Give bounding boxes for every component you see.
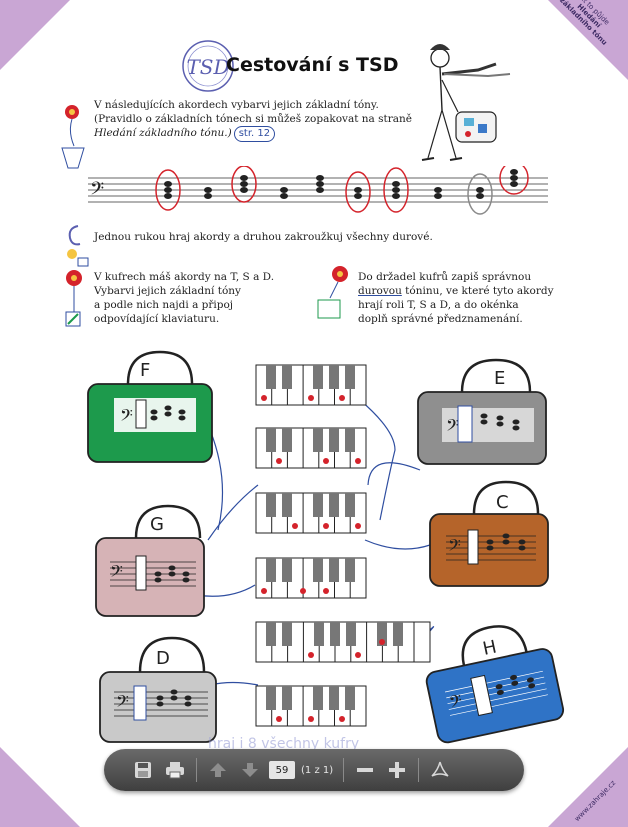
suitcase-body	[99, 671, 217, 743]
arrow-up-icon	[210, 763, 226, 777]
keyboard	[255, 685, 367, 727]
instruction-4-line: durovou tóninu, ve které tyto akordy	[358, 284, 588, 298]
bass-clef-icon: 𝄢	[446, 415, 459, 439]
instruction-1-line: V následujících akordech vybarvi jejich …	[94, 99, 379, 111]
connector-line	[359, 399, 396, 521]
instruction-1-line: Hledání základního tónu.)str. 12	[94, 126, 434, 142]
instruction-1: V následujících akordech vybarvi jejich …	[94, 98, 434, 142]
bass-clef-icon: 𝄢	[447, 690, 465, 716]
corner-decoration-top-left	[0, 0, 70, 70]
save-icon	[135, 762, 151, 778]
corner-decoration-bottom-left	[0, 747, 80, 827]
arrow-down-icon	[242, 763, 258, 777]
acrobat-icon	[431, 761, 449, 777]
logo-text: TSD	[186, 55, 229, 79]
instruction-4: Do držadel kufrů zapiš správnou durovou …	[358, 270, 588, 326]
chord-staff: 𝄢	[88, 166, 548, 215]
suitcase-e: E 𝄢	[417, 358, 547, 465]
suitcase-exercise: F 𝄢 G 𝄢 D 𝄢 E	[87, 350, 565, 744]
bass-clef-icon: 𝄢	[110, 561, 123, 585]
suitcase-body	[425, 648, 565, 744]
keyboard	[255, 492, 367, 534]
suitcase-letter: E	[494, 368, 505, 389]
instruction-4-line: doplň správné předznamenání.	[358, 313, 523, 325]
traveler-illustration	[421, 44, 511, 161]
instruction-4-line: Do držadel kufrů zapiš správnou	[358, 271, 532, 283]
suitcase-letter: G	[150, 514, 164, 535]
minus-icon	[357, 768, 374, 772]
instruction-1-italic: Hledání základního tónu.)	[94, 127, 232, 139]
connector-line	[364, 539, 431, 550]
flower-icon	[65, 249, 89, 327]
page-number-input[interactable]: 59	[269, 761, 295, 779]
keyboard	[255, 621, 431, 663]
connector-line	[207, 484, 259, 541]
keyboard	[255, 364, 367, 406]
pdf-toolbar: 59 (1 z 1)	[104, 749, 524, 791]
save-button[interactable]	[130, 757, 156, 783]
connector-line	[209, 681, 259, 686]
suitcase-letter: H	[481, 637, 499, 660]
zoom-out-button[interactable]	[352, 757, 378, 783]
instruction-4-rest: tóninu, ve které tyto akordy	[401, 285, 554, 297]
keyboard	[255, 427, 367, 469]
suitcase-c: C 𝄢	[429, 480, 549, 587]
bass-clef-icon: 𝄢	[120, 405, 133, 429]
print-button[interactable]	[162, 757, 188, 783]
bass-clef-icon: 𝄢	[90, 179, 104, 204]
suitcase-letter: D	[156, 648, 170, 669]
instruction-3-line: Vybarvi jejich základní tóny	[94, 285, 241, 297]
flower-icon	[61, 105, 85, 169]
suitcase-g: G 𝄢	[95, 504, 205, 617]
page-count: (1 z 1)	[301, 764, 334, 776]
next-page-button[interactable]	[237, 757, 263, 783]
instruction-3-line: V kufrech máš akordy na T, S a D.	[94, 271, 275, 283]
instruction-4-underlined: durovou	[358, 285, 402, 297]
bass-clef-icon: 𝄢	[448, 535, 461, 559]
instruction-2: Jednou rukou hraj akordy a druhou zakrou…	[94, 231, 433, 243]
print-icon	[166, 762, 184, 779]
instruction-3: V kufrech máš akordy na T, S a D. Vybarv…	[94, 270, 304, 326]
instruction-3-line: a podle nich najdi a připoj	[94, 299, 234, 311]
instruction-3-line: odpovídající klaviaturu.	[94, 313, 220, 325]
page-title: Cestování s TSD	[226, 54, 399, 76]
suitcase-body	[95, 537, 205, 617]
plus-icon	[389, 762, 406, 778]
previous-page-button[interactable]	[205, 757, 231, 783]
corner-decoration-top-right	[548, 0, 628, 80]
corner-decoration-bottom-right	[548, 747, 628, 827]
bass-clef-icon: 𝄢	[116, 691, 129, 715]
hand-icon	[68, 225, 81, 246]
acrobat-button[interactable]	[427, 757, 453, 783]
suitcase-letter: F	[140, 360, 150, 381]
toolbar-separator	[343, 758, 345, 782]
connector-line	[367, 462, 421, 486]
instruction-4-line: hrají roli T, S a D, a do okénka	[358, 299, 519, 311]
connector-line	[209, 429, 224, 531]
zoom-in-button[interactable]	[384, 757, 410, 783]
page-reference: str. 12	[233, 126, 276, 142]
keyboard	[255, 557, 367, 599]
flower-icon	[317, 266, 348, 319]
toolbar-separator	[418, 758, 420, 782]
tsd-logo: TSD	[182, 40, 234, 92]
suitcase-d: D 𝄢	[99, 636, 217, 743]
watermark-text: hraj i 8 všechny kufry	[208, 736, 360, 752]
instruction-1-line: (Pravidlo o základních tónech si můžeš z…	[94, 113, 412, 125]
suitcase-f: F 𝄢	[87, 350, 213, 463]
suitcase-letter: C	[496, 492, 509, 513]
toolbar-separator	[196, 758, 197, 782]
suitcase-h: H 𝄢	[425, 625, 565, 744]
